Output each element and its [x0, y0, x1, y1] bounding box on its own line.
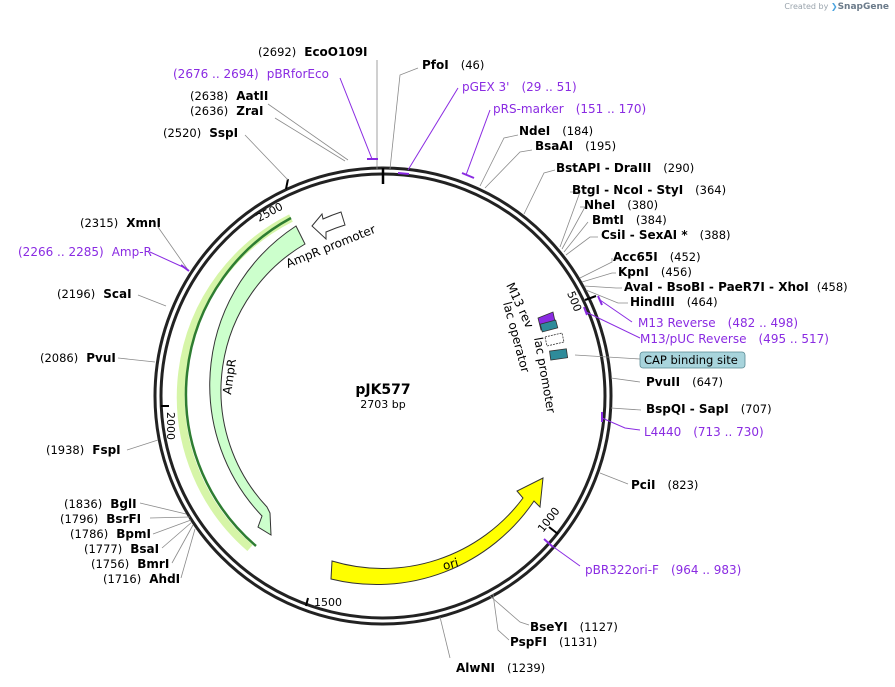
- enzyme-labels: (2692)EcoO109I PfoI(46) (2638)AatII (263…: [40, 45, 848, 675]
- enzyme-btgi[interactable]: BtgI - NcoI - StyI(364): [572, 183, 726, 197]
- enzyme-pvui[interactable]: (2086)PvuI: [40, 351, 116, 365]
- enzyme-ndei[interactable]: NdeI(184): [519, 124, 593, 138]
- plasmid-name: pJK577: [355, 382, 410, 398]
- primer-pbr322ori[interactable]: pBR322ori-F(964 .. 983): [585, 563, 741, 577]
- primer-pgex3[interactable]: pGEX 3'(29 .. 51): [462, 80, 577, 94]
- enzyme-avai[interactable]: AvaI - BsoBI - PaeR7I - XhoI(458): [624, 280, 848, 294]
- cap-site-feature[interactable]: [549, 348, 569, 361]
- primer-prsmarker[interactable]: pRS-marker(151 .. 170): [493, 102, 646, 116]
- ampr-promoter-feature[interactable]: [311, 211, 346, 241]
- snapgene-logo-icon: ❯: [830, 2, 838, 11]
- cap-site-label: CAP binding site: [644, 353, 738, 367]
- enzyme-fspi[interactable]: (1938)FspI: [46, 443, 121, 457]
- primer-leaders: [149, 77, 641, 567]
- watermark-brand: SnapGene: [837, 2, 889, 12]
- enzyme-pcii[interactable]: PciI(823): [631, 478, 698, 492]
- tick-marks: [161, 178, 597, 607]
- enzyme-alwni[interactable]: AlwNI(1239): [456, 661, 545, 675]
- enzyme-pvuii[interactable]: PvuII(647): [646, 375, 723, 389]
- primer-pbrforeco[interactable]: (2676 .. 2694)pBRforEco: [173, 67, 329, 81]
- enzyme-bgli[interactable]: (1836)BglI: [64, 497, 137, 511]
- enzyme-ecoo109i[interactable]: (2692)EcoO109I: [258, 45, 368, 59]
- primer-m13puc[interactable]: M13/pUC Reverse(495 .. 517): [640, 332, 829, 346]
- enzyme-kpni[interactable]: KpnI(456): [618, 265, 692, 279]
- ampr-label: AmpR: [220, 358, 239, 395]
- primer-labels: (2676 .. 2694)pBRforEco pGEX 3'(29 .. 51…: [18, 67, 829, 577]
- tick-label-1500: 1500: [314, 596, 342, 609]
- enzyme-acc65i[interactable]: Acc65I(452): [613, 250, 701, 264]
- ampr-feature-line: [184, 216, 292, 547]
- enzyme-bsrfi[interactable]: (1796)BsrFI: [60, 512, 141, 526]
- enzyme-sspi[interactable]: (2520)SspI: [163, 126, 238, 140]
- enzyme-nhei[interactable]: NheI(380): [584, 198, 658, 212]
- primer-ampr[interactable]: (2266 .. 2285)Amp-R: [18, 245, 152, 259]
- cap-leader: [574, 354, 641, 360]
- primer-l4440[interactable]: L4440(713 .. 730): [644, 425, 764, 439]
- enzyme-bpmi[interactable]: (1786)BpmI: [70, 527, 151, 541]
- primer-m13reverse[interactable]: M13 Reverse(482 .. 498): [638, 316, 798, 330]
- enzyme-pfoi[interactable]: PfoI(46): [422, 58, 484, 72]
- enzyme-bseyi[interactable]: BseYI(1127): [530, 620, 618, 634]
- enzyme-ahdi[interactable]: (1716)AhdI: [103, 572, 180, 586]
- lac-promoter-feature[interactable]: [544, 332, 565, 347]
- ori-feature[interactable]: [330, 477, 544, 586]
- enzyme-aatii[interactable]: (2638)AatII: [190, 89, 268, 103]
- enzyme-bsaai[interactable]: BsaAI(195): [535, 139, 616, 153]
- enzyme-xmni[interactable]: (2315)XmnI: [80, 216, 161, 230]
- lac-promoter-label: lac promoter: [531, 336, 558, 414]
- ampr-feature[interactable]: [209, 225, 306, 536]
- enzyme-pspfi[interactable]: PspFI(1131): [510, 635, 597, 649]
- enzyme-bspqi[interactable]: BspQI - SapI(707): [646, 402, 772, 416]
- enzyme-bsai[interactable]: (1777)BsaI: [84, 542, 159, 556]
- enzyme-zrai[interactable]: (2636)ZraI: [190, 104, 263, 118]
- enzyme-bstapi[interactable]: BstAPI - DraIII(290): [556, 161, 694, 175]
- lac-operator-feature[interactable]: [539, 319, 559, 333]
- enzyme-bmri[interactable]: (1756)BmrI: [91, 557, 169, 571]
- enzyme-csii[interactable]: CsiI - SexAI *(388): [601, 228, 731, 242]
- plasmid-size: 2703 bp: [360, 398, 405, 411]
- snapgene-watermark: Created by ❯SnapGene: [784, 2, 889, 12]
- enzyme-bmti[interactable]: BmtI(384): [592, 213, 667, 227]
- watermark-prefix: Created by: [784, 2, 829, 11]
- ori-label: ori: [441, 555, 460, 573]
- cap-site-box: [639, 351, 746, 369]
- enzyme-leaders: [117, 60, 642, 659]
- ampr-feature-glow: [176, 214, 293, 552]
- tick-label-2000: 2000: [164, 412, 177, 440]
- enzyme-hindiii[interactable]: HindIII(464): [630, 295, 718, 309]
- enzyme-scai[interactable]: (2196)ScaI: [57, 287, 132, 301]
